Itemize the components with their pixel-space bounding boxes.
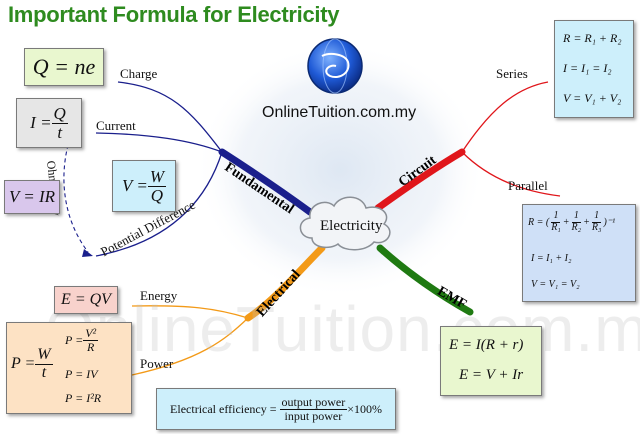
formula-parallel-voltage: V = V₁ = V₂ — [531, 279, 580, 290]
electrical-branch-line — [244, 244, 326, 322]
formula-current-fraction: Q t — [51, 103, 68, 142]
label-power: Power — [140, 356, 174, 371]
formula-box-charge: Q = ne — [24, 48, 104, 86]
label-energy: Energy — [140, 288, 178, 303]
term-2-numerator: 1 — [571, 210, 581, 223]
current-connector — [95, 132, 223, 153]
charge-connector — [117, 81, 223, 153]
formula-efficiency-denominator: input power — [284, 408, 343, 423]
emf-branch-line — [376, 244, 474, 316]
formula-emf-1: E = I(R + r) — [449, 337, 524, 353]
formula-parallel-current: I = I₁ + I₂ — [531, 253, 572, 264]
ohms-law-arrowhead — [82, 249, 93, 257]
formula-power-voltage-denominator: R — [87, 339, 95, 354]
formula-box-emf: E = I(R + r) E = V + Ir — [440, 326, 542, 396]
formula-pd-numerator: W — [147, 166, 166, 187]
formula-pd-lhs: V = — [122, 176, 148, 195]
label-charge: Charge — [120, 66, 158, 81]
formula-box-current: I = Q t — [16, 98, 82, 148]
series-connector — [461, 81, 549, 153]
background-glow — [195, 42, 485, 298]
formula-power-i2r: P = I²R — [65, 391, 102, 405]
formula-parallel-resistance-tail: )⁻¹ — [603, 216, 616, 228]
formula-power-main-lhs: P = — [11, 355, 36, 373]
fundamental-branch-line — [218, 148, 314, 216]
formula-series-resistance: R = R₁ + R₂ — [563, 31, 622, 45]
label-series: Series — [496, 66, 528, 81]
formula-power-main-numerator: W — [35, 346, 53, 365]
formula-series-current: I = I₁ = I₂ — [563, 61, 612, 75]
formula-box-series: R = R₁ + R₂ I = I₁ = I₂ V = V₁ + V₂ — [554, 20, 634, 118]
formula-efficiency-numerator: output power — [279, 394, 348, 410]
formula-ohms-law: V = IR — [8, 187, 56, 206]
term-2-denominator: R₂ — [571, 221, 582, 233]
parallel-connector — [461, 151, 561, 197]
website-label: OnlineTuition.com.my — [262, 104, 417, 121]
formula-box-potential-difference: V = W Q — [112, 160, 176, 212]
formula-power-main-denominator: t — [41, 363, 47, 381]
formula-box-energy: E = QV — [54, 286, 118, 314]
formula-pd-fraction: W Q — [147, 166, 166, 205]
formula-parallel-resistance-lhs: R = ( — [528, 216, 550, 228]
formula-box-ohms-law: V = IR — [4, 180, 60, 214]
formula-current-numerator: Q — [51, 103, 68, 124]
energy-connector — [131, 305, 249, 319]
ohms-law-dashed-connector — [63, 137, 89, 253]
center-node-label: Electricity — [320, 218, 383, 234]
circuit-branch-line — [374, 148, 466, 212]
term-3-numerator: 1 — [592, 210, 602, 223]
term-1-numerator: 1 — [551, 210, 561, 223]
plus-sign-2: + — [583, 216, 590, 228]
label-current: Current — [96, 118, 136, 133]
formula-power-voltage-lhs: P = — [65, 332, 84, 347]
term-3-denominator: R₃ — [591, 221, 602, 233]
formula-current-lhs: I = — [30, 113, 52, 132]
formula-efficiency-lhs: Electrical efficiency = — [170, 401, 277, 416]
term-1-denominator: R₁ — [551, 221, 561, 233]
globe-meridian-icon — [322, 38, 348, 94]
label-parallel: Parallel — [508, 178, 548, 193]
formula-power-iv: P = IV — [65, 367, 98, 381]
page-title: Important Formula for Electricity — [8, 2, 340, 27]
plus-sign-1: + — [562, 216, 570, 228]
potential-difference-connector — [95, 151, 223, 257]
formula-emf-2: E = V + Ir — [459, 367, 524, 383]
globe-swirl-icon — [321, 53, 350, 78]
electricity-cloud-icon — [299, 196, 391, 251]
formula-energy: E = QV — [61, 291, 111, 308]
formula-power-voltage-numerator: V² — [83, 326, 99, 341]
formula-charge: Q = ne — [32, 54, 96, 79]
formula-series-voltage: V = V₁ + V₂ — [563, 91, 622, 105]
formula-current-denominator: t — [57, 122, 63, 142]
formula-efficiency-tail: ×100% — [347, 401, 382, 416]
power-connector — [131, 317, 249, 376]
formula-pd-denominator: Q — [150, 185, 164, 205]
